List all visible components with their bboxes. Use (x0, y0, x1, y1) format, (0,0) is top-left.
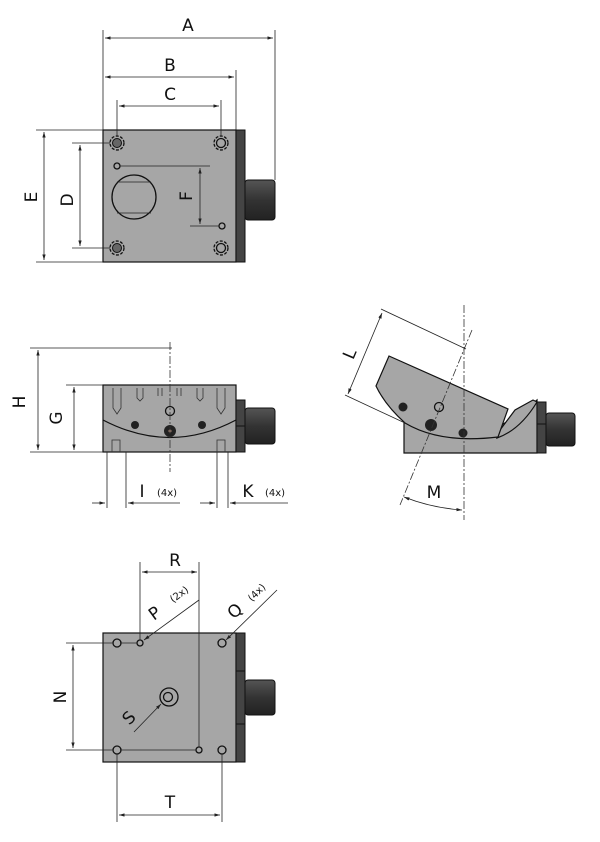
dim-label-k: K (242, 482, 254, 502)
dim-count-q: (4x) (246, 582, 268, 604)
dim-label-f: F (177, 191, 197, 201)
bottom-view: R P (2x) Q (4x) S N T (51, 551, 278, 822)
dim-count-k: (4x) (265, 488, 285, 499)
top-view: A B C E D F (22, 16, 276, 263)
dim-label-q: Q (224, 600, 248, 624)
dim-label-m: M (427, 483, 442, 503)
dim-label-i: I (139, 482, 144, 502)
dim-label-c: C (164, 85, 176, 105)
dim-label-r: R (169, 551, 181, 571)
dim-label-l: L (339, 345, 361, 362)
dim-count-i: (4x) (157, 488, 177, 499)
side-view: H G I (4x) K (4x) (10, 342, 288, 508)
dim-label-b: B (164, 56, 176, 76)
dim-label-e: E (22, 192, 42, 203)
dim-label-a: A (182, 16, 194, 36)
dim-label-g: G (47, 411, 67, 424)
dim-label-d: D (58, 193, 78, 206)
dim-label-p: P (145, 603, 165, 625)
tilted-view: L M (339, 305, 576, 520)
dim-label-t: T (164, 793, 176, 813)
dim-count-p: (2x) (168, 585, 191, 606)
dim-label-n: N (51, 691, 71, 704)
dim-label-h: H (10, 396, 30, 409)
